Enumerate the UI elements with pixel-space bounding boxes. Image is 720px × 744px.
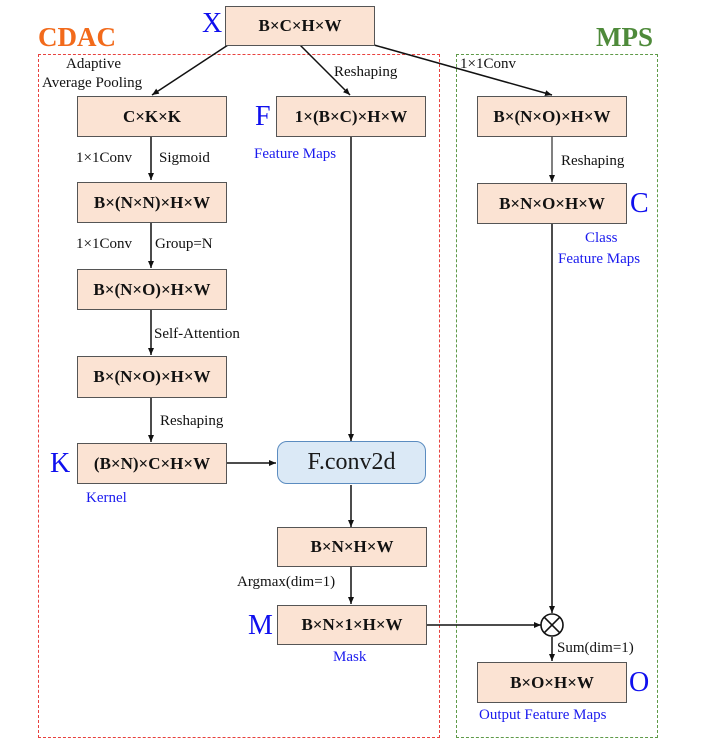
class-letter-c: C	[630, 188, 649, 219]
box-mps-no: B×(N×O)×H×W	[477, 96, 627, 137]
input-box: B×C×H×W	[225, 6, 375, 46]
box-nn: B×(N×N)×H×W	[77, 182, 227, 223]
mps-conv-label: 1×1Conv	[460, 56, 516, 72]
input-letter-x: X	[202, 8, 223, 39]
edge1-right-label: Sigmoid	[159, 150, 210, 166]
mps-region	[456, 54, 658, 738]
box-mask: B×N×1×H×W	[277, 605, 427, 645]
output-caption: Output Feature Maps	[479, 707, 607, 723]
box-output: B×O×H×W	[477, 662, 627, 703]
class-caption-1: Class	[585, 230, 618, 246]
edge1-left-label: 1×1Conv	[76, 150, 132, 166]
output-letter-o: O	[629, 667, 650, 698]
box-ckk: C×K×K	[77, 96, 227, 137]
box-no-2: B×(N×O)×H×W	[77, 356, 227, 398]
edge4-label: Reshaping	[160, 413, 224, 429]
arrow-x-to-mps	[373, 44, 553, 96]
multiply-icon	[540, 613, 564, 637]
edge3-label: Self-Attention	[154, 326, 240, 342]
feature-caption: Feature Maps	[254, 146, 337, 162]
reshape-top-label: Reshaping	[334, 64, 398, 80]
box-class: B×N×O×H×W	[477, 183, 627, 224]
arrow-x-to-pool	[151, 44, 229, 96]
mask-caption: Mask	[333, 649, 367, 665]
cdac-region	[38, 54, 440, 738]
sum-label: Sum(dim=1)	[557, 640, 634, 656]
mps-reshape-label: Reshaping	[561, 153, 625, 169]
mask-letter-m: M	[248, 610, 273, 641]
kernel-caption: Kernel	[86, 490, 127, 506]
box-bnhw: B×N×H×W	[277, 527, 427, 567]
cdac-title: CDAC	[38, 22, 116, 52]
box-feature: 1×(B×C)×H×W	[276, 96, 426, 137]
argmax-label: Argmax(dim=1)	[237, 574, 336, 590]
edge2-left-label: 1×1Conv	[76, 236, 132, 252]
box-no-1: B×(N×O)×H×W	[77, 269, 227, 310]
pool-label-1: Adaptive	[66, 56, 121, 72]
box-kernel: (B×N)×C×H×W	[77, 443, 227, 484]
conv2d-op: F.conv2d	[277, 441, 426, 484]
mps-title: MPS	[596, 22, 653, 52]
class-caption-2: Feature Maps	[558, 251, 641, 267]
arrow-x-to-feature	[299, 44, 351, 96]
edge2-right-label: Group=N	[155, 236, 213, 252]
pool-label-2: Average Pooling	[42, 75, 143, 91]
kernel-letter-k: K	[50, 448, 71, 479]
feature-letter-f: F	[255, 101, 271, 132]
